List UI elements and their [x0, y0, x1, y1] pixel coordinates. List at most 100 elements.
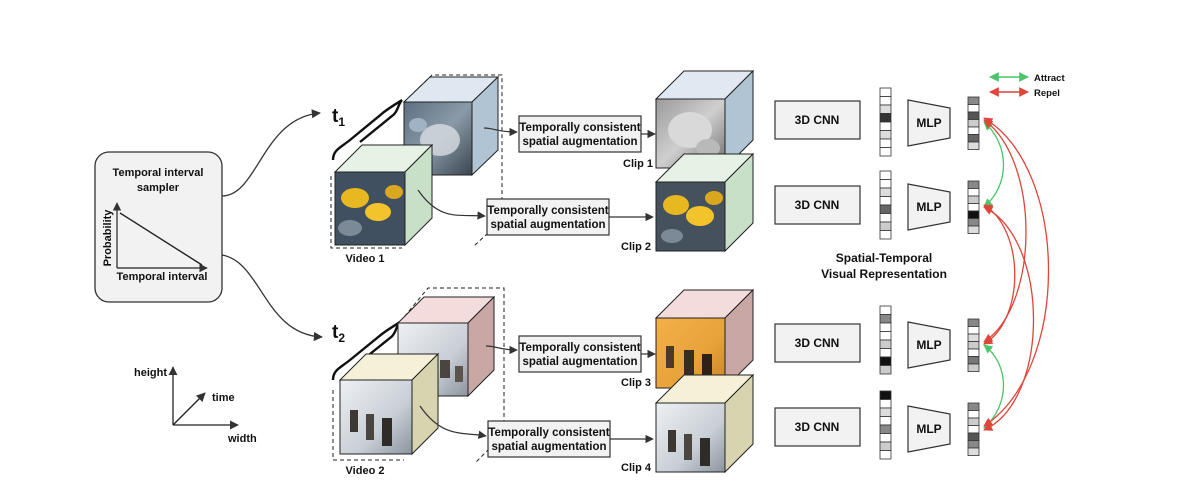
contrast-arrows: [983, 117, 1050, 431]
clip4-cube: Clip 4: [621, 373, 755, 474]
svg-text:Temporally consistent: Temporally consistent: [519, 342, 640, 354]
representation-vector-2-cell: [967, 188, 980, 197]
cnn-feature-vector-2-cell: [879, 187, 892, 197]
cnn-feature-vector-4-cell: [879, 424, 892, 434]
repel-arrow-clip2-clip4: [983, 206, 1035, 431]
cnn-feature-vector-1-cell: [879, 138, 892, 148]
sampler-box: Temporal interval sampler Probability Te…: [94, 151, 223, 303]
augmentation-box-1: Temporally consistent spatial augmentati…: [518, 115, 642, 153]
sampler-probability-curve: [119, 212, 203, 266]
cnn-feature-vector-4-cell: [879, 390, 892, 400]
sampler-to-t1-arrow: [221, 109, 321, 197]
sampler-title-line2: sampler: [137, 182, 180, 194]
cnn-feature-vector-1: [879, 87, 892, 157]
axis-width-label: width: [227, 433, 257, 445]
repel-arrow-clip1-clip4: [983, 117, 1050, 427]
video2-back-to-aug3-arrow: [485, 345, 518, 355]
cnn-box-2: 3D CNN: [774, 185, 861, 225]
cnn-feature-vector-1-cell: [879, 104, 892, 114]
t2-label: t2: [332, 322, 345, 345]
cnn-box-1: 3D CNN: [774, 100, 861, 140]
clip3-label: Clip 3: [621, 377, 651, 389]
cnn-feature-vector-1-cell: [879, 113, 892, 123]
representation-vector-1-cell: [967, 126, 980, 135]
cnn-feature-vector-2-cell: [879, 179, 892, 189]
clip4-label: Clip 4: [621, 462, 652, 474]
representation-vector-2-cell: [967, 210, 980, 219]
cnn-feature-vector-1-cell: [879, 147, 892, 157]
mlp-box-2: MLP: [907, 183, 951, 231]
cnn-feature-vector-4-cell: [879, 399, 892, 409]
representation-vector-2: [967, 180, 980, 234]
representation-vector-1-cell: [967, 96, 980, 105]
sampler-to-t2-arrow: [221, 254, 323, 342]
sampler-title-line1: Temporal interval: [113, 167, 204, 179]
cnn-feature-vector-3-cell: [879, 331, 892, 341]
cnn-feature-vector-2-cell: [879, 230, 892, 240]
svg-text:MLP: MLP: [916, 338, 941, 352]
representation-vector-1-cell: [967, 119, 980, 128]
svg-text:MLP: MLP: [916, 422, 941, 436]
t1-label: t1: [332, 106, 345, 129]
cnn-feature-vector-1-cell: [879, 121, 892, 131]
cnn-feature-vector-3: [879, 305, 892, 375]
representation-vector-1-cell: [967, 134, 980, 143]
svg-text:3D CNN: 3D CNN: [795, 113, 840, 127]
cnn-feature-vector-3-cell: [879, 348, 892, 358]
clip1-label: Clip 1: [623, 158, 653, 170]
representation-vector-3-cell: [967, 348, 980, 357]
cnn-feature-vector-4-cell: [879, 450, 892, 460]
svg-text:3D CNN: 3D CNN: [795, 336, 840, 350]
t2-brace: [331, 321, 401, 381]
legend: Attract Repel: [989, 72, 1065, 99]
representation-label-line1: Spatial-Temporal: [836, 251, 932, 265]
repel-arrow-clip1-clip3: [983, 119, 1027, 343]
attract-arrow-clip3-clip4: [983, 344, 1004, 429]
representation-vector-3-cell: [967, 341, 980, 350]
video2-stack: Video 2: [332, 287, 505, 477]
mlp-box-1: MLP: [907, 99, 951, 147]
representation-vector-4: [967, 402, 980, 456]
cnn-feature-vector-2-cell: [879, 204, 892, 214]
svg-text:MLP: MLP: [916, 200, 941, 214]
cnn-feature-vectors: [879, 87, 892, 460]
video2-front-to-aug4-arrow: [419, 405, 487, 439]
cnn-feature-vector-3-cell: [879, 314, 892, 324]
mlp-box-4: MLP: [907, 405, 951, 453]
representation-vector-2-cell: [967, 203, 980, 212]
svg-text:MLP: MLP: [916, 116, 941, 130]
representation-vector-1-cell: [967, 111, 980, 120]
representation-vector-4-cell: [967, 417, 980, 426]
representation-vector-3: [967, 318, 980, 372]
representation-vector-2-cell: [967, 218, 980, 227]
video1-stack: Video 1: [330, 74, 503, 265]
mlp-box-3: MLP: [907, 321, 951, 369]
representation-vector-1: [967, 96, 980, 150]
cnn-box-4: 3D CNN: [774, 407, 861, 447]
cnn-feature-vector-1-cell: [879, 130, 892, 140]
cnn-feature-vector-2-cell: [879, 213, 892, 223]
augmentation-box-4: Temporally consistent spatial augmentati…: [487, 420, 611, 458]
representation-vector-3-cell: [967, 318, 980, 327]
video1-front-to-aug2-arrow: [417, 189, 486, 220]
axis-time-label: time: [212, 392, 235, 404]
representation-vector-1-cell: [967, 104, 980, 113]
representation-vector-4-cell: [967, 410, 980, 419]
svg-text:Temporally consistent: Temporally consistent: [519, 122, 640, 134]
cnn-feature-vector-4-cell: [879, 441, 892, 451]
t1-brace: [331, 99, 403, 161]
augmentation-box-2: Temporally consistent spatial augmentati…: [486, 198, 610, 236]
svg-text:3D CNN: 3D CNN: [795, 420, 840, 434]
svg-text:Temporally consistent: Temporally consistent: [488, 427, 609, 439]
legend-attract-label: Attract: [1034, 73, 1065, 84]
cnn-feature-vector-2-cell: [879, 221, 892, 231]
representation-vector-4-cell: [967, 402, 980, 411]
attract-arrow-clip1-clip2: [983, 121, 1004, 208]
svg-text:spatial augmentation: spatial augmentation: [522, 356, 637, 368]
cnn-feature-vector-2: [879, 170, 892, 240]
cnn-feature-vector-3-cell: [879, 356, 892, 366]
representation-vector-2-cell: [967, 225, 980, 234]
video1-label: Video 1: [346, 253, 385, 265]
representation-vector-3-cell: [967, 326, 980, 335]
